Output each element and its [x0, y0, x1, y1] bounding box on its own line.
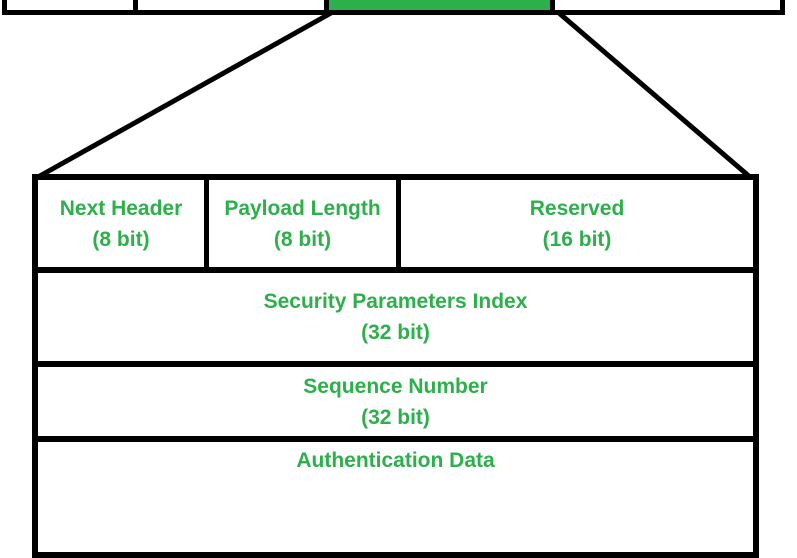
- packet-strip: [2, 0, 785, 15]
- ah-field-table: Next Header (8 bit) Payload Length (8 bi…: [32, 174, 759, 558]
- field-payload-length: Payload Length (8 bit): [209, 180, 401, 267]
- field-sequence-number: Sequence Number (32 bit): [38, 367, 753, 436]
- field-name: Next Header: [59, 196, 183, 220]
- field-name: Sequence Number: [303, 374, 488, 398]
- field-name: Authentication Data: [296, 449, 495, 472]
- field-name: Payload Length: [224, 196, 381, 220]
- field-size: (8 bit): [273, 227, 332, 251]
- table-row-3: Sequence Number (32 bit): [38, 367, 753, 442]
- field-next-header: Next Header (8 bit): [38, 180, 209, 267]
- packet-strip-cell-1: [7, 0, 138, 10]
- packet-strip-cell-4: [555, 0, 780, 10]
- packet-strip-cell-2: [138, 0, 329, 10]
- table-row-4: Authentication Data: [38, 442, 753, 552]
- field-size: (32 bit): [361, 321, 430, 344]
- expansion-line-right: [557, 11, 752, 179]
- field-size: (8 bit): [92, 227, 150, 251]
- table-row-2: Security Parameters Index (32 bit): [38, 273, 753, 367]
- field-security-parameters-index: Security Parameters Index (32 bit): [38, 273, 753, 361]
- expansion-line-left: [36, 10, 333, 180]
- table-row-1: Next Header (8 bit) Payload Length (8 bi…: [38, 180, 753, 273]
- packet-strip-cell-ah-highlighted: [329, 0, 555, 10]
- field-authentication-data: Authentication Data: [38, 442, 753, 552]
- field-name: Security Parameters Index: [263, 290, 528, 313]
- field-reserved: Reserved (16 bit): [401, 180, 753, 267]
- field-size: (32 bit): [361, 405, 430, 429]
- field-name: Reserved: [529, 196, 625, 220]
- field-size: (16 bit): [542, 227, 612, 251]
